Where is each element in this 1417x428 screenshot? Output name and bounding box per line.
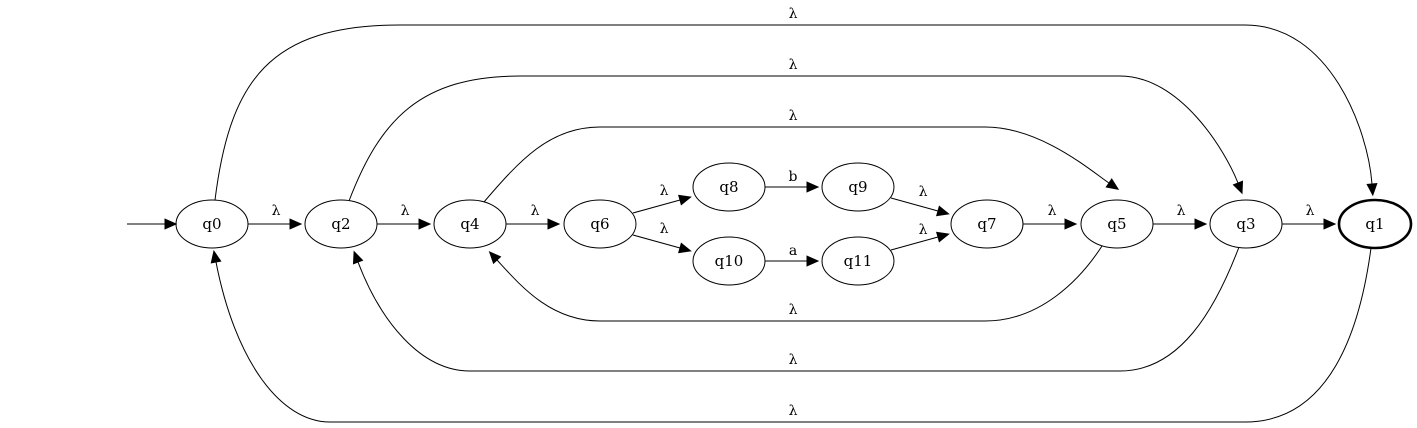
- transition-label-q6-q10: λ: [660, 221, 669, 237]
- state-q4[interactable]: q4: [433, 199, 507, 249]
- state-label: q4: [460, 215, 479, 233]
- arrowhead-q1-q0: [210, 249, 222, 264]
- state-ellipse: [563, 199, 637, 249]
- state-ellipse: [821, 162, 895, 212]
- transition-label-q4-q6: λ: [531, 203, 540, 219]
- start-arrowhead: [164, 218, 178, 230]
- transition-q9-q7: [890, 197, 939, 212]
- state-label: q2: [331, 215, 350, 233]
- transition-q6-q10: [632, 234, 681, 249]
- state-label: q8: [719, 178, 738, 196]
- transition-label-q2-q4: λ: [401, 203, 410, 219]
- state-label: q7: [977, 215, 996, 233]
- state-q10[interactable]: q10: [692, 236, 766, 286]
- state-ellipse: [1209, 199, 1283, 249]
- state-ellipse: [692, 236, 766, 286]
- transition-label-q3-q1: λ: [1306, 203, 1315, 219]
- state-ellipse: [950, 199, 1024, 249]
- transition-q11-q7: [890, 236, 939, 251]
- arrowhead-q4-q6: [547, 218, 561, 230]
- state-q11[interactable]: q11: [821, 236, 895, 286]
- arrowhead-q0-q2: [289, 218, 303, 230]
- transition-label-q9-q7: λ: [919, 184, 928, 200]
- arrowhead-q10-q11: [806, 255, 820, 267]
- transition-label-q5-q3: λ: [1177, 203, 1186, 219]
- state-label: q0: [202, 215, 221, 233]
- transition-label-q1-q0: λ: [789, 403, 798, 419]
- state-label: q6: [590, 215, 609, 233]
- transition-labels-layer: λ λ λ λ λ b a λ λ λ λ λ λ λ λ λ λ λ: [272, 6, 1315, 419]
- transition-q6-q8: [632, 199, 681, 214]
- arrowhead-q0-q1: [1366, 183, 1378, 197]
- state-label: q1: [1365, 215, 1384, 233]
- state-q5[interactable]: q5: [1080, 199, 1154, 249]
- state-ellipse: [821, 236, 895, 286]
- transition-label-q11-q7: λ: [919, 222, 928, 238]
- transition-label-q10-q11: a: [789, 243, 797, 259]
- state-label: q9: [848, 178, 867, 196]
- arrowhead-q5-q4: [488, 250, 502, 265]
- arrowhead-q3-q1: [1323, 218, 1337, 230]
- state-ellipse: [433, 199, 507, 249]
- state-ellipse: [692, 162, 766, 212]
- transition-q4-q5: [483, 126, 1110, 203]
- transition-q1-q0: [215, 247, 1372, 423]
- state-label: q10: [715, 252, 744, 270]
- transition-label-q0-q2: λ: [272, 203, 281, 219]
- state-ellipse: [1080, 199, 1154, 249]
- arrowhead-q11-q7: [936, 231, 950, 243]
- transition-label-q4-q5: λ: [789, 108, 798, 124]
- state-q7[interactable]: q7: [950, 199, 1024, 249]
- transitions-layer: [127, 24, 1378, 423]
- arrowhead-q5-q3: [1194, 218, 1208, 230]
- arrowhead-q6-q8: [678, 194, 692, 206]
- state-q2[interactable]: q2: [304, 199, 378, 249]
- state-label: q11: [844, 252, 873, 270]
- arrowhead-q4-q5: [1105, 178, 1120, 190]
- transition-q3-q2: [357, 246, 1240, 372]
- state-q0[interactable]: q0: [175, 199, 249, 249]
- state-label: q3: [1236, 215, 1255, 233]
- arrowhead-q2-q3: [1232, 180, 1244, 195]
- transition-label-q7-q5: λ: [1048, 203, 1057, 219]
- transition-label-q2-q3: λ: [789, 57, 798, 73]
- transition-label-q3-q2: λ: [789, 352, 798, 368]
- transition-q5-q4: [496, 245, 1103, 322]
- states-layer: q0 q1 q2 q3 q4 q5 q6 q7 q8 q9 q10 q11: [175, 162, 1413, 286]
- transition-q0-q1: [214, 24, 1373, 201]
- arrowhead-q3-q2: [352, 250, 364, 265]
- state-label: q5: [1107, 215, 1126, 233]
- transition-label-q5-q4: λ: [789, 302, 798, 318]
- state-q6[interactable]: q6: [563, 199, 637, 249]
- state-ellipse: [175, 199, 249, 249]
- state-q8[interactable]: q8: [692, 162, 766, 212]
- transition-q2-q3: [348, 75, 1239, 202]
- arrowhead-q6-q10: [678, 242, 692, 254]
- transition-label-q6-q8: λ: [660, 183, 669, 199]
- arrowhead-q9-q7: [936, 205, 950, 217]
- transition-label-q0-q1: λ: [789, 6, 798, 22]
- state-q9[interactable]: q9: [821, 162, 895, 212]
- transition-label-q8-q9: b: [789, 169, 798, 185]
- arrowhead-q8-q9: [806, 181, 820, 193]
- arrowhead-q2-q4: [418, 218, 432, 230]
- arrowhead-q7-q5: [1064, 218, 1078, 230]
- state-ellipse: [304, 199, 378, 249]
- state-q1[interactable]: q1: [1337, 198, 1413, 250]
- accepting-state-ellipse: [1337, 198, 1413, 250]
- state-q3[interactable]: q3: [1209, 199, 1283, 249]
